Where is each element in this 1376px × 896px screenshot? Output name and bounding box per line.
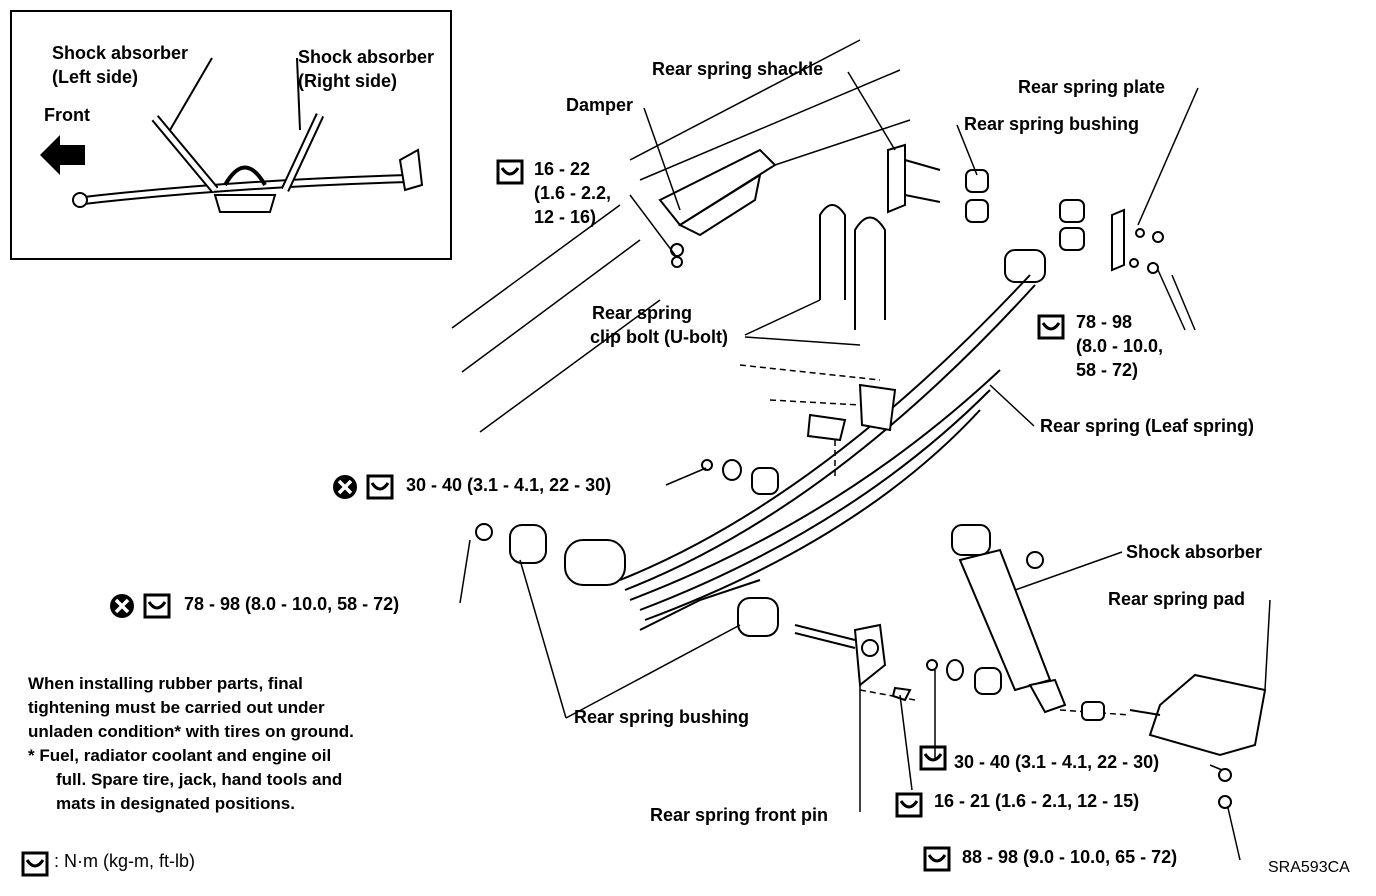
torque-2-line2: (8.0 - 10.0, xyxy=(1076,336,1164,356)
inset-shock-left-side: (Left side) xyxy=(52,67,139,87)
damper-part xyxy=(658,148,777,268)
diagram-code: SRA593CA xyxy=(1268,859,1350,876)
inset-shock-left-label: Shock absorber xyxy=(52,43,189,63)
torque-4: 78 - 98 (8.0 - 10.0, 58 - 72) xyxy=(184,594,400,614)
torque-2-line1: 78 - 98 xyxy=(1076,312,1133,332)
installation-note: When installing rubber parts, final tigh… xyxy=(28,672,468,816)
label-leaf-spring: Rear spring (Leaf spring) xyxy=(1040,416,1255,436)
inset-shock-right-label: Shock absorber xyxy=(298,47,435,67)
torque-2-line3: 58 - 72) xyxy=(1076,360,1139,380)
spring-pad-part xyxy=(1129,673,1267,809)
inset-drawing xyxy=(72,57,424,213)
label-damper: Damper xyxy=(566,95,634,115)
label-rear-spring-bushing-top: Rear spring bushing xyxy=(964,114,1140,134)
note-line-4: * Fuel, radiator coolant and engine oil xyxy=(28,746,332,765)
note-line-3: unladen condition* with tires on ground. xyxy=(28,722,354,741)
legend-units: : N·m (kg-m, ft-lb) xyxy=(54,851,195,871)
torque-1-line2: (1.6 - 2.2, xyxy=(534,183,612,203)
note-line-1: When installing rubber parts, final xyxy=(28,674,303,693)
torque-6: 16 - 21 (1.6 - 2.1, 12 - 15) xyxy=(934,791,1140,811)
note-line-6: mats in designated positions. xyxy=(56,794,295,813)
bushings-top xyxy=(965,169,1085,283)
label-shock-absorber: Shock absorber xyxy=(1126,542,1263,562)
label-rear-spring-bushing-bottom: Rear spring bushing xyxy=(574,707,750,727)
label-clip-bolt-line2: clip bolt (U-bolt) xyxy=(590,327,728,347)
leader-lines xyxy=(459,71,1271,861)
shock-absorber-part xyxy=(951,524,1105,721)
torque-7: 88 - 98 (9.0 - 10.0, 65 - 72) xyxy=(962,847,1178,867)
note-line-5: full. Spare tire, jack, hand tools and xyxy=(56,770,343,789)
u-bolts xyxy=(819,204,886,330)
torque-1-line3: 12 - 16) xyxy=(534,207,597,227)
label-rear-spring-pad: Rear spring pad xyxy=(1108,589,1246,609)
frame-lines xyxy=(451,39,911,433)
leaf-spring xyxy=(564,274,1036,631)
label-clip-bolt-line1: Rear spring xyxy=(592,303,693,323)
inset-front-label: Front xyxy=(44,105,90,125)
spring-plate xyxy=(1111,208,1164,274)
front-pin-part xyxy=(794,623,912,702)
torque-1-line1: 16 - 22 xyxy=(534,159,591,179)
inset-shock-right-side: (Right side) xyxy=(298,71,397,91)
lower-bushings xyxy=(475,459,1002,695)
label-rear-spring-plate: Rear spring plate xyxy=(1018,77,1166,97)
inset-frame xyxy=(10,10,452,260)
label-front-pin: Rear spring front pin xyxy=(650,805,829,825)
label-rear-spring-shackle: Rear spring shackle xyxy=(652,59,824,79)
front-arrow xyxy=(40,135,85,175)
torque-5: 30 - 40 (3.1 - 4.1, 22 - 30) xyxy=(954,752,1160,772)
note-line-2: tightening must be carried out under xyxy=(28,698,325,717)
shackle-part xyxy=(887,143,941,214)
torque-3: 30 - 40 (3.1 - 4.1, 22 - 30) xyxy=(406,475,612,495)
